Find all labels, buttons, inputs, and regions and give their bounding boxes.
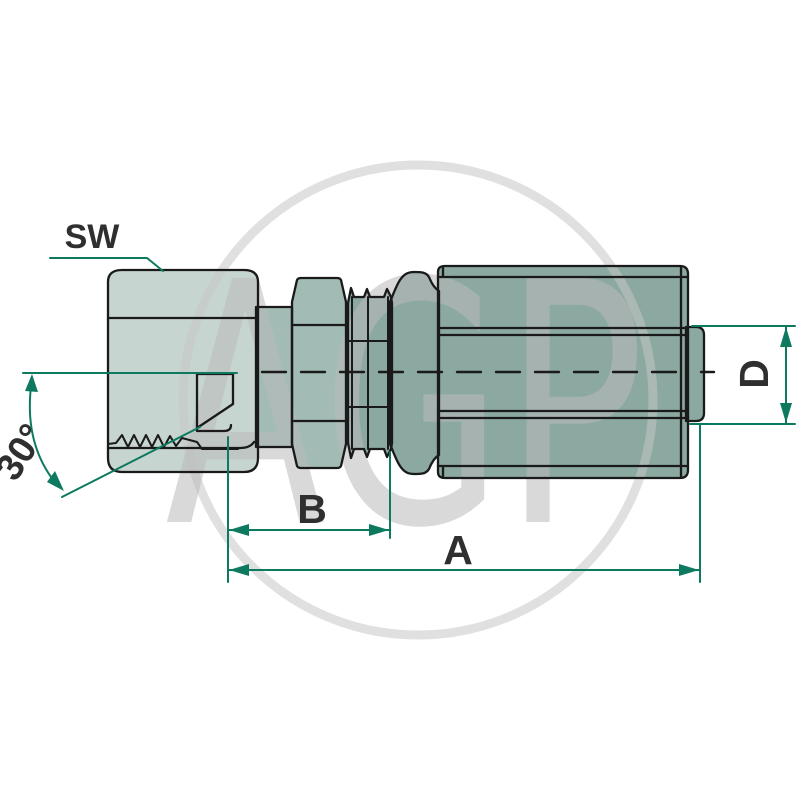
- angle-arrow-top: [25, 374, 38, 392]
- label-cone-angle: 30°: [0, 417, 54, 488]
- label-wrench-size: SW: [65, 218, 121, 256]
- nut-thread-zigzag: [107, 434, 239, 450]
- dim-a-arrow-left: [229, 564, 249, 576]
- sleeve-crimp-lines: [436, 265, 690, 479]
- dim-d-arrow-bottom: [780, 403, 792, 423]
- watermark: AGP: [165, 160, 658, 640]
- angle-cone-line: [61, 426, 201, 498]
- watermark-circle: [178, 160, 658, 640]
- dim-d-arrow-top: [780, 327, 792, 347]
- dim-b-arrow-left: [229, 524, 249, 536]
- label-dim-d: D: [731, 359, 777, 389]
- nut-facet-lines: [106, 316, 260, 450]
- dimension-arrowheads: [25, 327, 792, 576]
- fitting-linework: [106, 264, 716, 480]
- label-dim-a: A: [443, 527, 473, 573]
- sw-leader-line: [49, 257, 164, 272]
- dimension-lines: [22, 257, 796, 583]
- label-dim-b: B: [297, 486, 327, 532]
- angle-arrow-bottom: [47, 471, 64, 491]
- hex-facet-lines: [290, 323, 348, 423]
- dim-b-arrow-right: [369, 524, 389, 536]
- dim-a-arrow-right: [679, 564, 699, 576]
